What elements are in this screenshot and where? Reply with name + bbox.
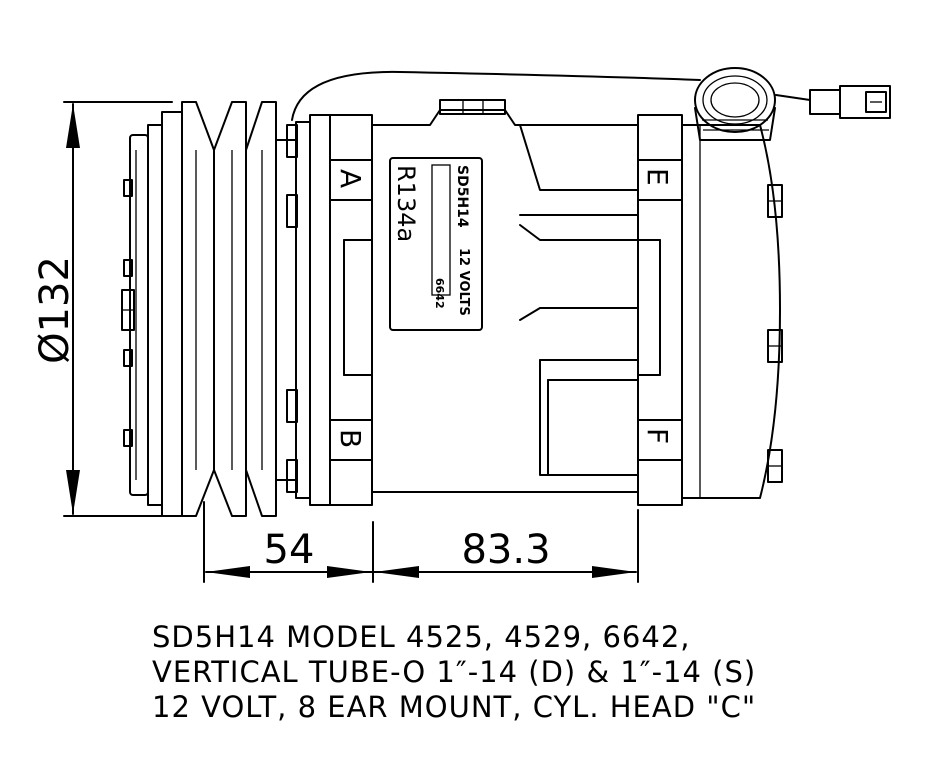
caption-line-2: VERTICAL TUBE-O 1″-14 (D) & 1″-14 (S) (152, 655, 757, 689)
clutch-wire (291, 70, 891, 121)
nameplate-refrigerant: R134a (392, 165, 420, 242)
port-b-label: B (334, 429, 367, 448)
length-b-label: 83.3 (461, 527, 550, 573)
port-a-label: A (334, 169, 367, 188)
caption-line-1: SD5H14 MODEL 4525, 4529, 6642, (152, 620, 691, 654)
length-a-label: 54 (264, 527, 315, 573)
coil (694, 67, 776, 141)
diameter-label: Ø132 (32, 256, 78, 364)
diameter-dimension: Ø132 (32, 101, 173, 517)
port-f-label: F (641, 428, 674, 444)
clutch-pulley (121, 101, 297, 517)
nameplate-model: SD5H14 (454, 165, 470, 228)
caption-line-3: 12 VOLT, 8 EAR MOUNT, CYL. HEAD "C" (152, 690, 757, 724)
port-e-label: E (641, 168, 674, 186)
compressor-body (286, 99, 783, 506)
caption-block: SD5H14 MODEL 4525, 4529, 6642, VERTICAL … (152, 620, 756, 725)
length-dimensions: 54 83.3 (203, 501, 639, 583)
nameplate-number: 6642 (433, 278, 446, 309)
nameplate-voltage: 12 VOLTS (456, 248, 471, 316)
